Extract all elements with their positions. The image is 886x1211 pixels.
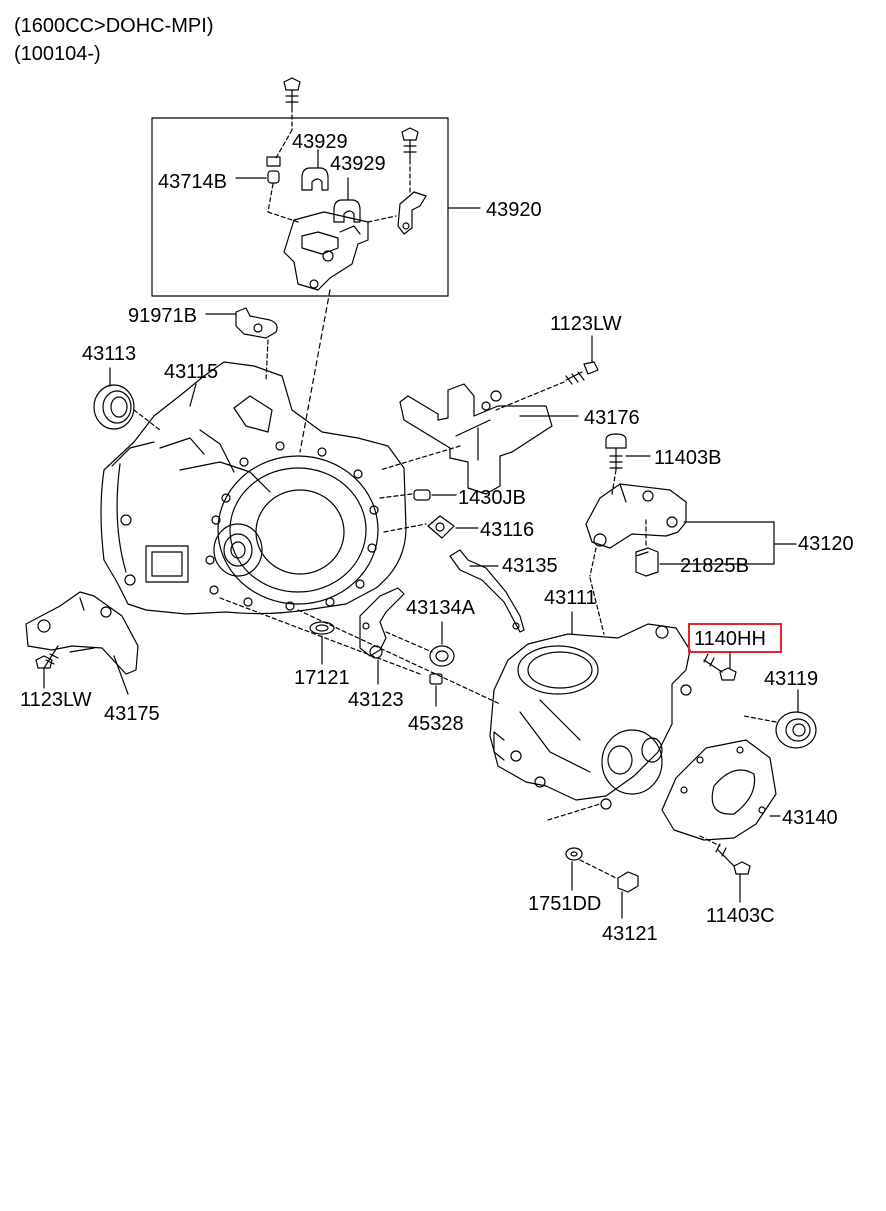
part-label-45328: 45328	[408, 713, 464, 735]
part-label-43111: 43111	[544, 587, 597, 609]
header-spec-line: (1600CC>DOHC-MPI)	[14, 15, 214, 37]
part-label-43120: 43120	[798, 533, 854, 555]
pin-1430jb	[413, 489, 431, 501]
bolt-1140hh	[703, 653, 737, 681]
part-label-43123: 43123	[348, 689, 404, 711]
transmission-mount-43120	[585, 483, 687, 549]
clip-43929-left	[301, 167, 329, 191]
part-label-43920: 43920	[486, 199, 542, 221]
bushing-21825b	[635, 547, 659, 577]
seal-43134a	[429, 645, 455, 667]
bracket-91971b	[235, 307, 278, 339]
bolt-1123lw-left	[35, 645, 59, 669]
bolt-11403c	[715, 843, 751, 875]
bracket-43135	[449, 549, 525, 633]
part-label-1430jb: 1430JB	[458, 487, 526, 509]
part-label-11403c: 11403C	[706, 905, 775, 927]
part-label-21825b: 21825B	[680, 555, 749, 577]
shift-bracket-body	[283, 211, 369, 291]
part-label-43119: 43119	[764, 668, 818, 690]
shift-bracket-assembly-box	[151, 117, 449, 297]
part-label-43113: 43113	[82, 343, 136, 365]
part-label-43929a: 43929	[292, 131, 348, 153]
part-label-1123lw-left: 1123LW	[20, 689, 92, 711]
part-label-17121: 17121	[294, 667, 350, 689]
part-label-1140hh: 1140HH	[694, 628, 766, 650]
nut-43714b	[266, 156, 281, 184]
seal-43119	[775, 711, 817, 749]
part-label-1123lw-top: 1123LW	[550, 313, 622, 335]
part-label-43714b: 43714B	[158, 171, 227, 193]
plate-43116	[427, 515, 455, 539]
part-label-11403b: 11403B	[654, 447, 721, 469]
cable-bracket-bolt	[401, 127, 419, 193]
bolt-11403b	[605, 433, 627, 495]
part-label-43116: 43116	[480, 519, 534, 541]
transaxle-case-43111	[489, 623, 692, 810]
clutch-housing-43115	[100, 361, 407, 615]
plug-45328	[429, 673, 443, 685]
part-label-43115: 43115	[164, 361, 218, 383]
clip-43929-right	[333, 199, 361, 223]
part-label-1751dd: 1751DD	[528, 893, 601, 915]
bracket-43123	[359, 587, 405, 659]
cover-43140	[661, 739, 777, 841]
washer-1751dd	[565, 847, 583, 861]
header-date-line: (100104-)	[14, 43, 101, 65]
part-label-43134a: 43134A	[406, 597, 476, 619]
washer-17121	[309, 621, 335, 635]
part-label-43176: 43176	[584, 407, 640, 429]
bracket-43175	[25, 591, 139, 675]
part-label-43175: 43175	[104, 703, 160, 725]
oil-seal-43113	[93, 384, 135, 430]
part-label-43929b: 43929	[330, 153, 386, 175]
cable-bracket	[397, 191, 427, 235]
highlight-box	[688, 623, 782, 653]
part-label-43135: 43135	[502, 555, 558, 577]
part-label-43140: 43140	[782, 807, 838, 829]
part-label-43121: 43121	[602, 923, 658, 945]
plug-43121	[617, 871, 639, 919]
part-label-91971b: 91971B	[128, 305, 197, 327]
bolt-1123lw-top	[565, 361, 599, 385]
shift-bracket-bolt	[283, 77, 301, 131]
mounting-bracket-43176	[399, 383, 553, 495]
